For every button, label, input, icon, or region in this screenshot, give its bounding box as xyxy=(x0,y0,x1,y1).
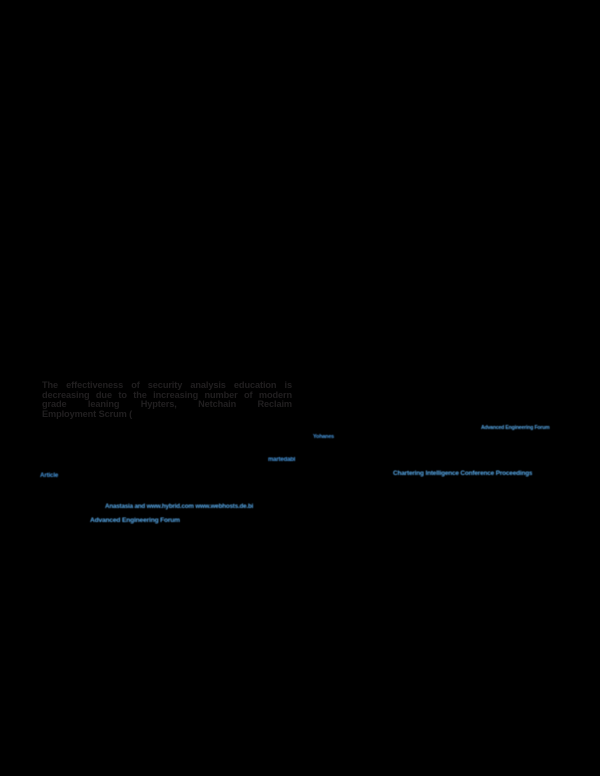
abstract-line: decreasing due to the increasing number … xyxy=(42,389,292,400)
abstract-text-block: The effectiveness of security analysis e… xyxy=(42,380,292,419)
link-lower-long[interactable]: Anastasia and www.hybrid.com www.webhost… xyxy=(105,503,254,510)
link-header-right[interactable]: Advanced Engineering Forum xyxy=(481,425,550,431)
abstract-line: grade leaning Hypters, Netchain Reclaim xyxy=(42,399,292,410)
link-conference-proceedings[interactable]: Chartering Intelligence Conference Proce… xyxy=(393,470,533,477)
link-mid-center[interactable]: martedabl xyxy=(268,457,296,463)
abstract-line: The effectiveness of security analysis e… xyxy=(42,380,292,390)
link-lower-short[interactable]: Advanced Engineering Forum xyxy=(90,517,180,524)
abstract-line: Employment Scrum ( xyxy=(42,408,133,419)
link-author-name[interactable]: Yohanes xyxy=(313,434,335,440)
link-article-type[interactable]: Article xyxy=(40,472,59,479)
